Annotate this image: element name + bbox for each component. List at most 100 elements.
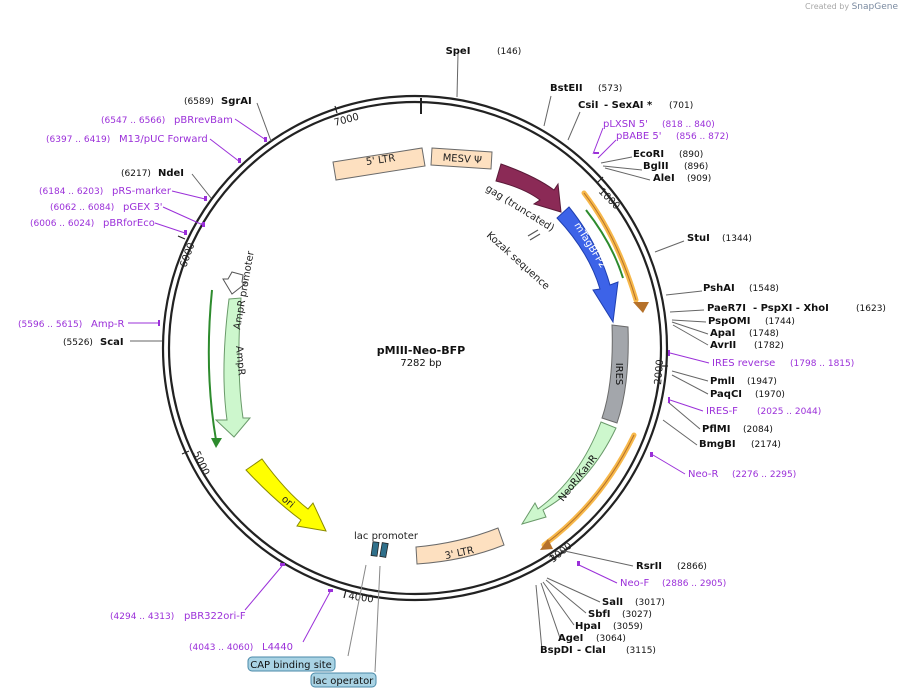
primer-M13-pUC-forward: M13/pUC Forward xyxy=(119,134,208,145)
site-BstEII-pos: (573) xyxy=(598,84,622,94)
primer-pGEX: pGEX 3' xyxy=(123,202,163,213)
primer-L4440-range: (4043 .. 4060) xyxy=(189,643,253,653)
ltr3-feature xyxy=(415,527,505,565)
site-SpeI-pos: (146) xyxy=(497,47,521,57)
cap-site-label: CAP binding site xyxy=(250,660,332,671)
lac-operator-tag xyxy=(310,672,377,688)
site-HpaI: HpaI xyxy=(575,621,601,632)
site-BspDI-pos: (3115) xyxy=(626,646,656,656)
site-PshAI: PshAI xyxy=(703,283,735,294)
site-ApaI-pos: (1748) xyxy=(749,329,779,339)
watermark-prefix: Created by xyxy=(805,2,850,11)
site-AleI-pos: (909) xyxy=(687,174,711,184)
primer-pBRforEco: pBRforEco xyxy=(103,218,155,229)
site-StuI-pos: (1344) xyxy=(722,234,752,244)
site-PaeR7I: PaeR7I xyxy=(707,303,746,314)
site-AgeI: AgeI xyxy=(558,633,583,644)
site-ScaI: ScaI xyxy=(100,337,124,348)
site-PaeR7I-pos: (1623) xyxy=(856,304,886,314)
site-PmlI: PmlI xyxy=(710,376,735,387)
site-ApaI: ApaI xyxy=(710,328,735,339)
snapgene-logo: SnapGene xyxy=(851,2,898,12)
lac-promoter-label: lac promoter xyxy=(354,531,419,542)
primer-pRS-marker-range: (6184 .. 6203) xyxy=(39,187,103,197)
primer-IRES-F: IRES-F xyxy=(706,406,738,417)
site-PflMI-pos: (2084) xyxy=(743,425,773,435)
kozak-mark xyxy=(527,229,539,237)
ampr-promoter-feature xyxy=(222,271,248,295)
lac-operator-mark xyxy=(379,542,389,558)
primer-pLXSN-range: (818 .. 840) xyxy=(662,120,715,130)
primer-IRES-F-range: (2025 .. 2044) xyxy=(757,407,821,417)
ires-label: IRES xyxy=(613,363,624,386)
site-NdeI: NdeI xyxy=(158,168,184,179)
site-ScaI-pos: (5526) xyxy=(63,338,93,348)
site-PmlI-pos: (1947) xyxy=(747,377,777,387)
primer-IRES-reverse: IRES reverse xyxy=(712,358,775,369)
primer-pGEX-range: (6062 .. 6084) xyxy=(50,203,114,213)
tick-label-5000: 5000 xyxy=(190,450,211,478)
site-RsrII-pos: (2866) xyxy=(677,562,707,572)
ltr5-label: 5' LTR xyxy=(365,153,396,168)
ires-feature xyxy=(601,324,629,424)
site-CsiI: CsiI xyxy=(578,100,598,111)
site-BmgBI-pos: (2174) xyxy=(751,440,781,450)
primer-pRS-marker: pRS-marker xyxy=(112,186,172,197)
primer-pBABE-range: (856 .. 872) xyxy=(676,132,729,142)
site-EcoRI-pos: (890) xyxy=(679,150,703,160)
tick-label-4000: 4000 xyxy=(348,591,375,605)
site-CsiI-extra: - SexAI * xyxy=(604,100,653,111)
site-StuI: StuI xyxy=(687,233,710,244)
site-PaqCI-pos: (1970) xyxy=(755,390,785,400)
site-HpaI-pos: (3059) xyxy=(613,622,643,632)
site-SgrAI-pos: (6589) xyxy=(184,97,214,107)
site-SgrAI: SgrAI xyxy=(221,96,252,107)
site-PshAI-pos: (1548) xyxy=(749,284,779,294)
backbone-outer xyxy=(161,94,669,602)
site-BstEII: BstEII xyxy=(550,83,583,94)
primer-Neo-R-range: (2276 .. 2295) xyxy=(732,470,796,480)
site-PaeR7I-extra: - PspXI - XhoI xyxy=(753,303,829,314)
backbone-inner xyxy=(167,100,663,596)
site-SalI-pos: (3017) xyxy=(635,598,665,608)
site-NdeI-pos: (6217) xyxy=(121,169,151,179)
tick-label-6000: 6000 xyxy=(178,241,197,269)
primer-pLXSN: pLXSN 5' xyxy=(603,119,648,130)
site-PspOMI: PspOMI xyxy=(708,316,750,327)
site-AvrII: AvrII xyxy=(710,340,736,351)
mesv-label: MESV Ψ xyxy=(442,153,482,167)
ampr-label: AmpR xyxy=(233,345,247,376)
primer-pBRrevBam-range: (6547 .. 6566) xyxy=(101,116,165,126)
primer-arc-green-1 xyxy=(585,209,624,279)
site-PspOMI-pos: (1744) xyxy=(765,317,795,327)
site-SpeI: SpeI xyxy=(446,46,471,57)
primer-arc-green-2 xyxy=(207,289,217,441)
cap-site-tag xyxy=(247,656,336,672)
plasmid-size: 7282 bp xyxy=(400,358,441,369)
cap-site-mark xyxy=(370,541,380,557)
site-CsiI-pos: (701) xyxy=(669,101,693,111)
primer-pBRforEco-range: (6006 .. 6024) xyxy=(30,219,94,229)
watermark: Created by SnapGene xyxy=(805,2,898,12)
tick-label-3000: 3000 xyxy=(548,541,575,566)
site-BglII: BglII xyxy=(643,161,669,172)
mesv-feature xyxy=(430,147,493,170)
primer-Amp-R: Amp-R xyxy=(91,319,125,330)
site-RsrII: RsrII xyxy=(636,561,662,572)
primer-connectors xyxy=(128,118,710,643)
primer-IRES-reverse-range: (1798 .. 1815) xyxy=(790,359,854,369)
primer-pBRrevBam: pBRrevBam xyxy=(174,115,233,126)
site-SbfI: SbfI xyxy=(588,609,610,620)
site-AleI: AleI xyxy=(653,173,675,184)
tick-label-2000: 2000 xyxy=(653,359,666,385)
primer-Amp-R-range: (5596 .. 5615) xyxy=(18,320,82,330)
site-PaqCI: PaqCI xyxy=(710,389,742,400)
site-PflMI: PflMI xyxy=(702,424,730,435)
primer-pBR322ori-F: pBR322ori-F xyxy=(184,611,246,622)
site-EcoRI: EcoRI xyxy=(633,149,664,160)
primer-M13-pUC-forward-range: (6397 .. 6419) xyxy=(46,135,110,145)
ampr-feature xyxy=(214,297,252,438)
primer-L4440: L4440 xyxy=(262,642,293,653)
primer-pBR322ori-F-range: (4294 .. 4313) xyxy=(110,612,174,622)
